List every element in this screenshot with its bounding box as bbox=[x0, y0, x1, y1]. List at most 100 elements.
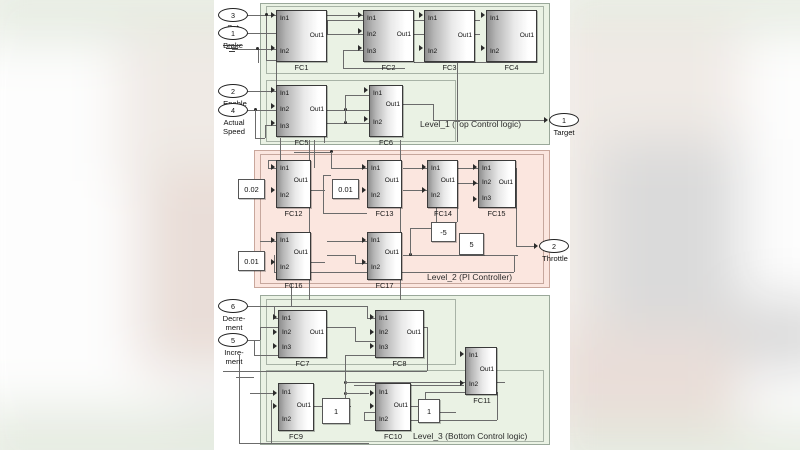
pin-in1: In1 bbox=[371, 237, 381, 244]
pin-out1: Out1 bbox=[457, 32, 472, 39]
block-fc10[interactable]: In1 In2 Out1 bbox=[375, 383, 411, 431]
constant-block-0-02[interactable]: 0.02 bbox=[238, 179, 265, 199]
block-fc3[interactable]: In1 In2 Out1 bbox=[424, 10, 475, 62]
wire-arrow bbox=[362, 164, 366, 170]
wire bbox=[327, 20, 363, 21]
block-fc17[interactable]: In1 In2 Out1 bbox=[367, 232, 402, 280]
input-port-enable[interactable]: 2 bbox=[218, 84, 248, 98]
pin-in1: In1 bbox=[371, 165, 381, 172]
wire-arrow bbox=[370, 314, 374, 320]
input-port-increment[interactable]: 5 bbox=[218, 333, 248, 347]
input-port-brake[interactable]: 1 bbox=[218, 26, 248, 40]
wire-arrow bbox=[273, 343, 277, 349]
wire bbox=[343, 68, 405, 69]
wire-arrow bbox=[481, 45, 485, 51]
wire bbox=[410, 228, 450, 229]
wire-arrow bbox=[273, 403, 277, 409]
pin-in1: In1 bbox=[428, 15, 438, 22]
block-label-fc9: FC9 bbox=[289, 432, 303, 441]
block-fc4[interactable]: In1 In2 Out1 bbox=[486, 10, 537, 62]
block-label-fc4: FC4 bbox=[504, 63, 519, 72]
wire-arrow bbox=[370, 329, 374, 335]
wire bbox=[345, 382, 505, 383]
pin-in1: In1 bbox=[282, 315, 292, 322]
wire bbox=[327, 34, 363, 35]
pin-out1: Out1 bbox=[309, 32, 324, 39]
wire bbox=[276, 62, 277, 88]
pin-in3: In3 bbox=[282, 344, 292, 351]
wire bbox=[367, 306, 368, 318]
block-fc14[interactable]: In1 In2 Out1 bbox=[427, 160, 458, 208]
block-label-fc3: FC3 bbox=[442, 63, 457, 72]
wire-arrow bbox=[358, 45, 362, 51]
wire bbox=[436, 196, 437, 222]
pin-in2: In2 bbox=[282, 416, 292, 423]
wire-arrow bbox=[481, 12, 485, 18]
wire bbox=[427, 327, 428, 371]
block-fc11[interactable]: In1 In2 Out1 bbox=[465, 347, 497, 395]
wire-arrow bbox=[422, 187, 426, 193]
block-fc5[interactable]: In1 In2 In3 Out1 bbox=[276, 85, 327, 137]
wire bbox=[345, 95, 346, 110]
constant-block-0-01-a[interactable]: 0.01 bbox=[332, 179, 359, 199]
constant-block-0-01-b[interactable]: 0.01 bbox=[238, 251, 265, 271]
pin-in1: In1 bbox=[280, 90, 290, 97]
pin-in1: In1 bbox=[490, 15, 500, 22]
pin-in2: In2 bbox=[490, 48, 500, 55]
wire bbox=[355, 327, 356, 341]
wire bbox=[294, 152, 332, 153]
wire-arrow bbox=[273, 329, 277, 335]
block-fc12[interactable]: In1 In2 Out1 bbox=[276, 160, 311, 208]
wire-arrow bbox=[460, 351, 464, 357]
wire bbox=[327, 241, 367, 242]
wire-arrow bbox=[364, 116, 368, 122]
block-label-fc10: FC10 bbox=[383, 432, 403, 441]
block-diagram: Level_1 (Top Control logic) Level_2 (PI … bbox=[214, 0, 579, 450]
wire-arrow bbox=[422, 164, 426, 170]
wire bbox=[457, 204, 458, 222]
junction-dot bbox=[330, 150, 333, 153]
wire-arrow bbox=[362, 237, 366, 243]
block-fc6[interactable]: In1 In2 Out1 bbox=[369, 85, 403, 137]
output-port-throttle[interactable]: 2 bbox=[539, 239, 569, 253]
wire-arrow bbox=[271, 237, 275, 243]
wire bbox=[323, 213, 367, 214]
wire bbox=[247, 33, 276, 34]
pin-in2: In2 bbox=[431, 192, 441, 199]
wire bbox=[239, 443, 369, 444]
wire-arrow bbox=[271, 45, 275, 51]
block-fc9[interactable]: In1 In2 Out1 bbox=[278, 383, 314, 431]
wire bbox=[345, 95, 369, 96]
block-fc15[interactable]: In1 In2 In3 Out1 bbox=[478, 160, 516, 208]
blurred-right-letterbox bbox=[570, 0, 800, 450]
block-fc13[interactable]: In1 In2 Out1 bbox=[367, 160, 402, 208]
wire bbox=[355, 263, 367, 264]
output-port-target[interactable]: 1 bbox=[549, 113, 579, 127]
input-port-increment-label: Incre- ment bbox=[224, 348, 244, 366]
constant-block-1-a[interactable]: 1 bbox=[322, 398, 350, 424]
block-label-fc8: FC8 bbox=[392, 359, 407, 368]
wire bbox=[516, 246, 536, 247]
block-fc1[interactable]: In1 In2 Out1 bbox=[276, 10, 327, 62]
input-port-set[interactable]: 3 bbox=[218, 8, 248, 22]
wire bbox=[331, 152, 332, 168]
block-fc8[interactable]: In1 In2 In3 Out1 bbox=[375, 310, 424, 358]
constant-block-minus-5[interactable]: -5 bbox=[431, 222, 456, 242]
constant-block-5[interactable]: 5 bbox=[459, 233, 484, 255]
wire bbox=[265, 125, 276, 126]
wire-arrow bbox=[271, 187, 275, 193]
blurred-left-letterbox bbox=[0, 0, 214, 450]
block-fc2[interactable]: In1 In2 In3 Out1 bbox=[363, 10, 414, 62]
wire bbox=[223, 371, 427, 372]
input-port-decrement[interactable]: 6 bbox=[218, 299, 248, 313]
block-fc7[interactable]: In1 In2 In3 Out1 bbox=[278, 310, 327, 358]
wire bbox=[258, 49, 259, 63]
wire bbox=[232, 49, 276, 50]
block-fc16[interactable]: In1 In2 Out1 bbox=[276, 232, 311, 280]
pin-in2: In2 bbox=[280, 264, 290, 271]
wire bbox=[403, 168, 427, 169]
wire-arrow bbox=[370, 403, 374, 409]
input-port-actual-speed[interactable]: 4 bbox=[218, 103, 248, 117]
constant-block-1-b[interactable]: 1 bbox=[418, 399, 440, 423]
block-label-fc2: FC2 bbox=[381, 63, 396, 72]
